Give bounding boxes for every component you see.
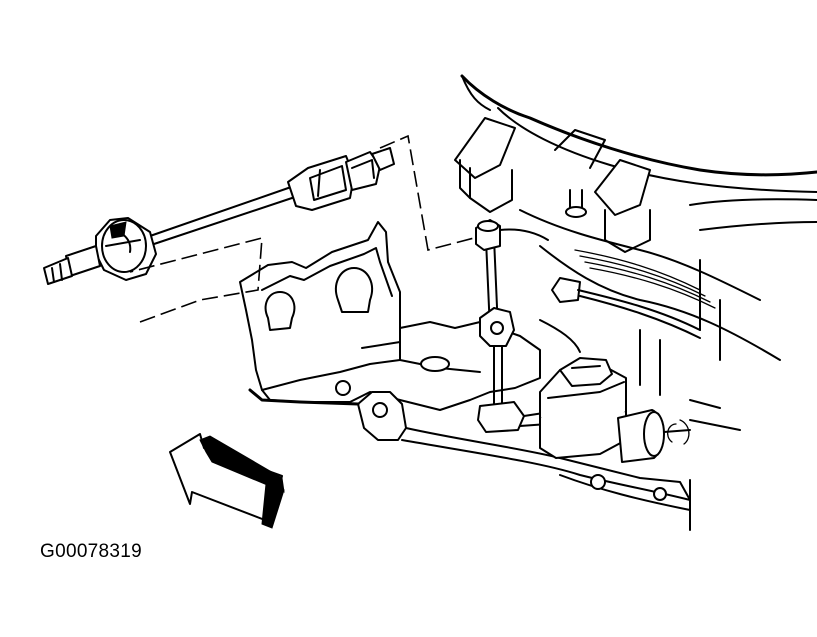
transmission-case [454, 74, 817, 396]
cable-mounting-bracket [239, 221, 561, 459]
front-direction-arrow-icon [169, 433, 285, 529]
figure-id-label: G00078319 [40, 541, 143, 562]
park-lock-linkage [475, 219, 581, 433]
park-lock-cable [43, 147, 395, 285]
lower-case-rail [248, 388, 741, 531]
park-lock-solenoid [539, 357, 691, 463]
connector-leader-line [129, 134, 475, 323]
